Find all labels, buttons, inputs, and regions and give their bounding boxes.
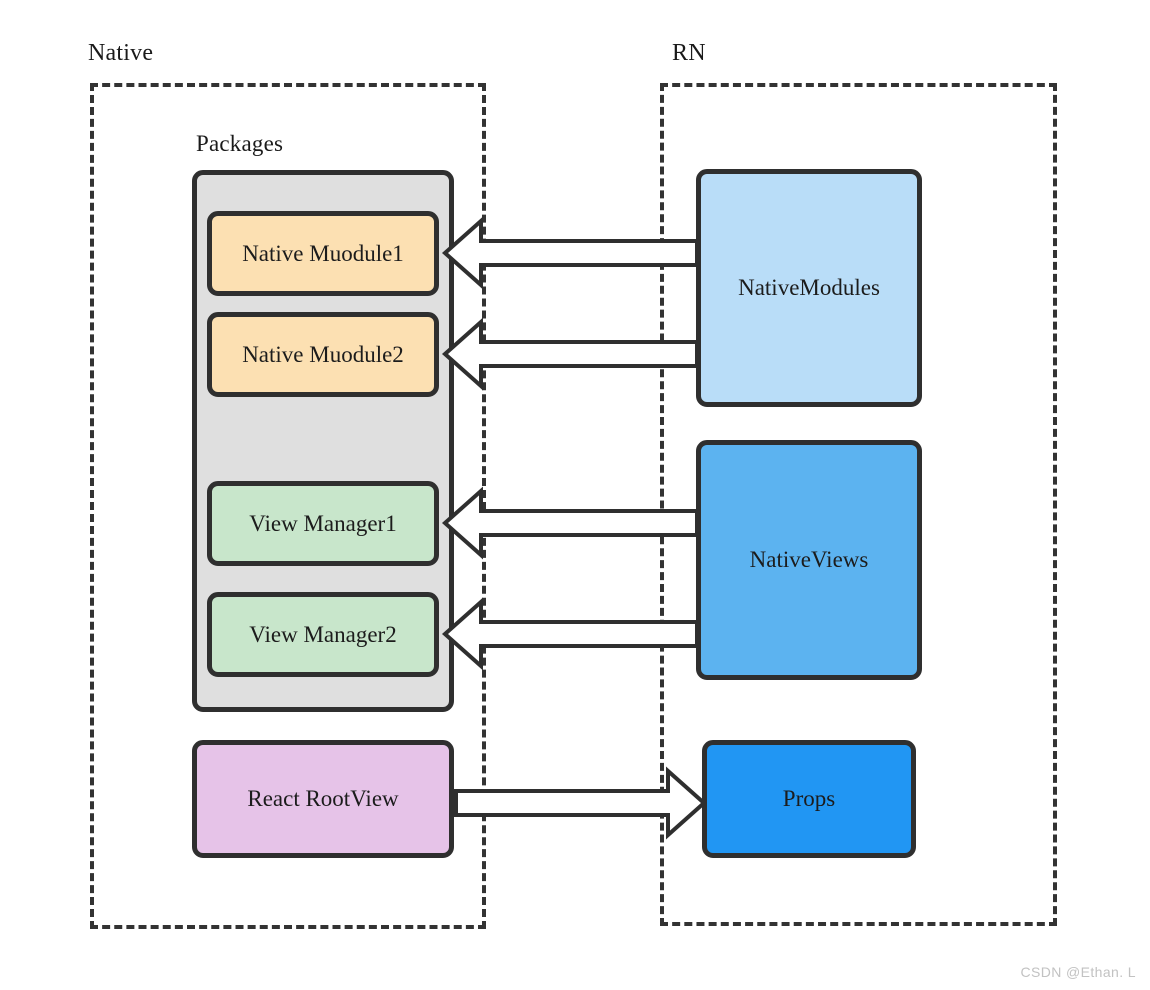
- watermark: CSDN @Ethan. L: [1020, 964, 1136, 980]
- node-native-views-label: NativeViews: [749, 547, 869, 573]
- node-native-module-1-label: Native Muodule1: [242, 240, 404, 266]
- zone-boundary-rn: [660, 83, 1057, 926]
- zone-boundary-native: [90, 83, 486, 929]
- arrow-nativeviews-to-view-manager-2: [441, 597, 699, 671]
- node-native-modules[interactable]: NativeModules: [696, 169, 922, 407]
- zone-label-rn: RN: [672, 40, 706, 66]
- node-react-rootview[interactable]: React RootView: [192, 740, 454, 858]
- arrow-nativeviews-to-view-manager-1: [441, 486, 699, 560]
- node-view-manager-2[interactable]: View Manager2: [207, 592, 439, 677]
- node-props[interactable]: Props: [702, 740, 916, 858]
- node-props-label: Props: [782, 786, 836, 812]
- arrow-react-rootview-to-props: [454, 766, 708, 840]
- node-react-rootview-label: React RootView: [247, 786, 399, 812]
- packages-label: Packages: [196, 131, 284, 156]
- node-native-module-2-label: Native Muodule2: [242, 341, 404, 367]
- node-native-views[interactable]: NativeViews: [696, 440, 922, 680]
- node-native-module-1[interactable]: Native Muodule1: [207, 211, 439, 296]
- arrow-nativemodules-to-native-module-1: [441, 216, 699, 290]
- node-native-modules-label: NativeModules: [738, 275, 880, 301]
- arrow-nativemodules-to-native-module-2: [441, 317, 699, 391]
- node-native-module-2[interactable]: Native Muodule2: [207, 312, 439, 397]
- node-view-manager-1[interactable]: View Manager1: [207, 481, 439, 566]
- node-view-manager-2-label: View Manager2: [249, 621, 397, 647]
- node-view-manager-1-label: View Manager1: [249, 510, 397, 536]
- zone-label-native: Native: [88, 40, 154, 66]
